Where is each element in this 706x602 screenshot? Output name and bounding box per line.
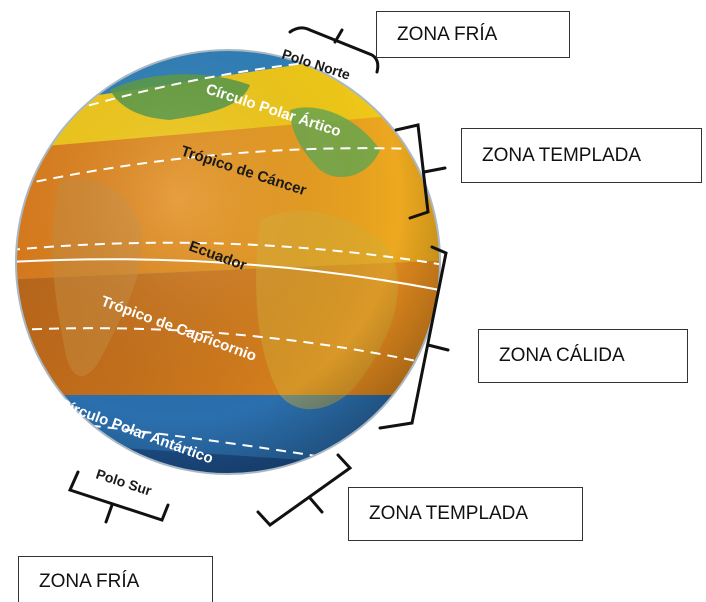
equator-line-dashed (9, 241, 446, 266)
label-polo-sur: Polo Sur (94, 466, 154, 499)
tropic-capricorn-line (14, 327, 436, 366)
zone-label-templada-sur: ZONA TEMPLADA (369, 503, 529, 524)
bracket-fria-sur (67, 470, 170, 522)
zone-label-fria-sur: ZONA FRÍA (39, 571, 140, 592)
bracket-templada-sur (256, 453, 353, 527)
equator-line (9, 258, 441, 291)
arctic-circle-line (39, 54, 421, 121)
zone-brackets (67, 26, 450, 527)
zone-box-templada-sur: ZONA TEMPLADA (348, 487, 583, 541)
zone-label-templada-norte: ZONA TEMPLADA (482, 144, 642, 166)
zone-box-fria-norte: ZONA FRÍA (376, 11, 570, 58)
zone-label-fria-norte: ZONA FRÍA (397, 23, 498, 45)
tropic-cancer-line (19, 147, 441, 186)
bracket-templada-norte (394, 123, 430, 220)
zone-box-fria-sur: ZONA FRÍA (18, 556, 213, 602)
bracket-fria-norte (288, 26, 380, 74)
zone-label-calida: ZONA CÁLIDA (499, 345, 625, 366)
bracket-calida (378, 245, 448, 430)
globe-rim (15, 49, 441, 475)
latitude-lines (9, 54, 446, 471)
zone-box-calida: ZONA CÁLIDA (478, 329, 688, 383)
zone-box-templada-norte: ZONA TEMPLADA (461, 128, 702, 183)
